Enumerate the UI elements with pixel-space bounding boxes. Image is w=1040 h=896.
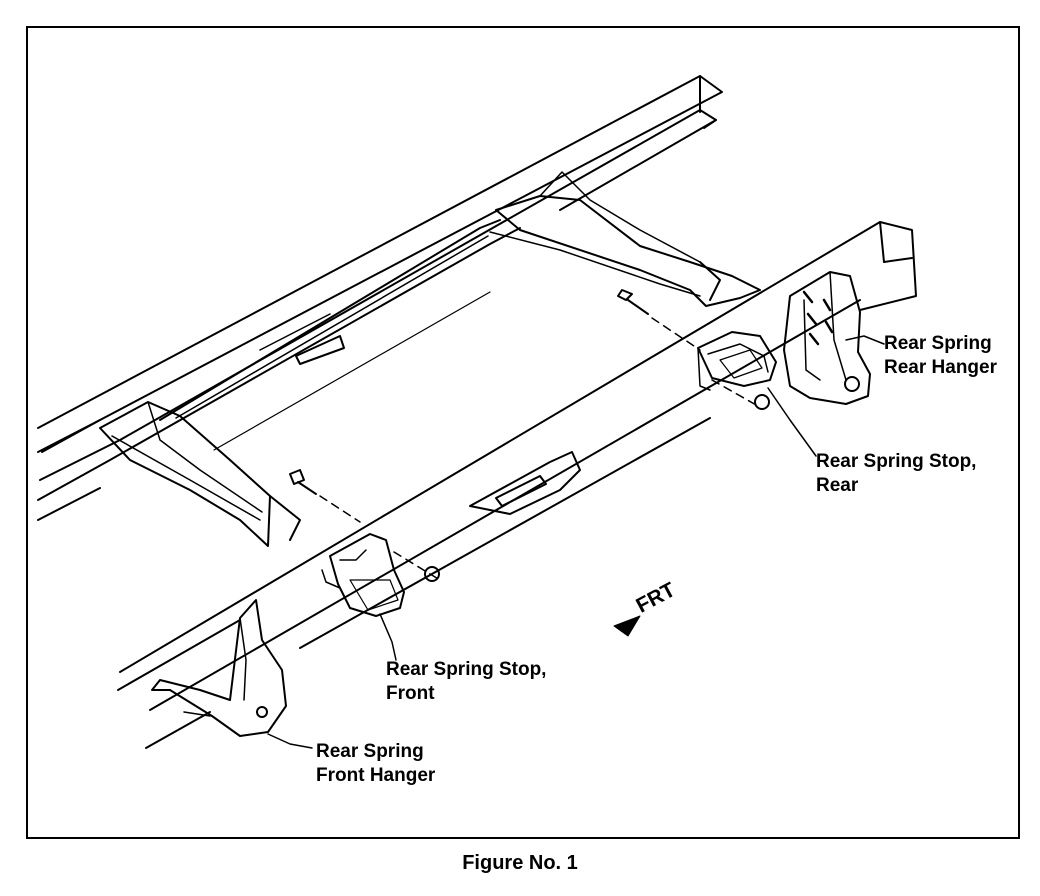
front-crossmember	[99, 219, 501, 547]
label-stop-rear-line1: Rear Spring Stop,	[816, 451, 977, 472]
underframe-bracket	[469, 451, 581, 515]
leader-lines	[267, 335, 885, 749]
figure-frame	[26, 26, 1020, 839]
label-rear-hanger-line1: Rear Spring	[884, 333, 992, 354]
rear-spring-stop-rear	[617, 289, 777, 410]
label-rear-hanger-line2: Rear Hanger	[884, 357, 997, 378]
label-stop-front-line1: Rear Spring Stop,	[386, 659, 547, 680]
label-stop-rear-line2: Rear	[816, 475, 859, 496]
left-frame-rail	[37, 75, 723, 521]
label-front-hanger-line1: Rear Spring	[316, 741, 424, 762]
front-hanger-bracket	[151, 599, 287, 737]
rear-spring-stop-front	[289, 469, 441, 617]
rear-crossmember	[175, 171, 761, 451]
label-stop-front-line2: Front	[386, 683, 435, 704]
figure-caption: Figure No. 1	[462, 852, 578, 874]
label-front-hanger-line2: Front Hanger	[316, 765, 436, 786]
front-direction-arrow	[613, 615, 641, 637]
rear-hanger-bracket	[783, 271, 871, 405]
